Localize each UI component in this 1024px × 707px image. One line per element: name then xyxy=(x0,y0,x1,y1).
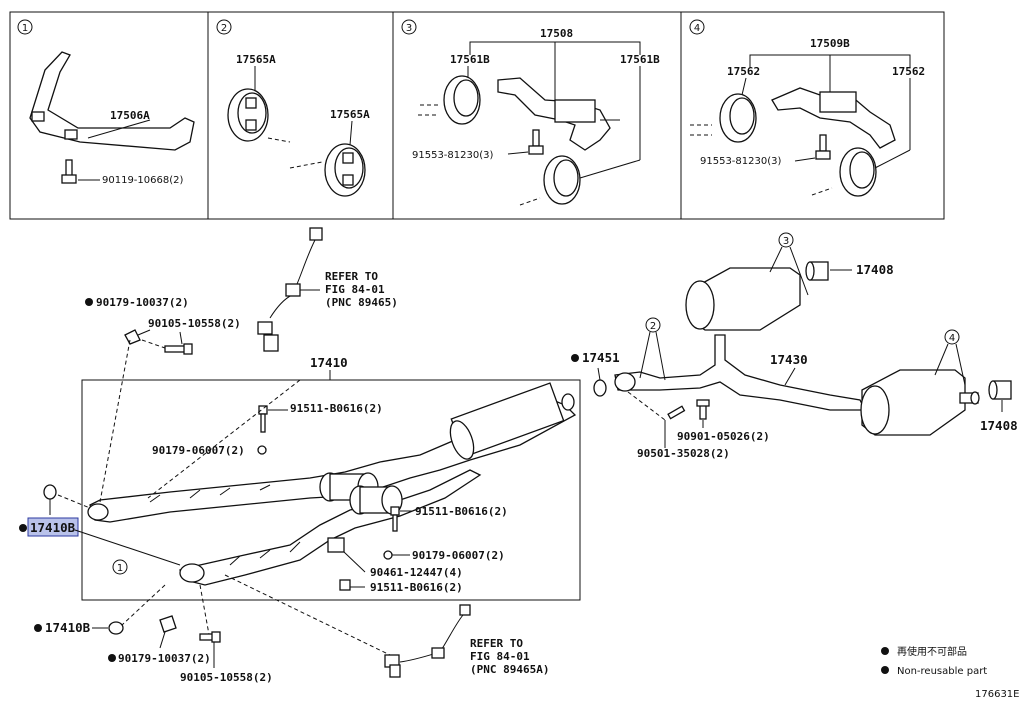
label-91553-81230-b: 91553-81230(3) xyxy=(700,156,781,167)
label-90105-10558-top: 90105-10558(2) xyxy=(148,317,241,330)
oxygen-sensor-bottom: REFER TO FIG 84-01 (PNC 89465A) xyxy=(384,604,549,678)
label-17509b: 17509B xyxy=(810,37,850,50)
label-17508: 17508 xyxy=(540,27,573,40)
front-pipe-assembly xyxy=(87,382,577,586)
label-17410b-bot: 17410B xyxy=(45,620,91,635)
label-91511-b0616-b: 91511-B0616(2) xyxy=(415,505,508,518)
assembly-box-17410 xyxy=(81,379,581,601)
callout-1: 1 xyxy=(117,563,123,574)
rear-muffler-assembly xyxy=(614,267,980,436)
highlight-17410b[interactable] xyxy=(27,517,79,537)
label-90501-35028: 90501-35028(2) xyxy=(637,447,730,460)
label-91553-81230-a: 91553-81230(3) xyxy=(412,150,493,161)
exhaust-tip-right xyxy=(988,380,1012,400)
label-90119-10668: 90119-10668(2) xyxy=(102,175,183,186)
label-90461-12447: 90461-12447(4) xyxy=(370,566,463,579)
legend-item-ja: 再使用不可部品 xyxy=(897,645,967,658)
label-17565a-1: 17565A xyxy=(236,53,276,66)
refer-bottom-line-1: REFER TO xyxy=(470,637,523,650)
label-17408-top: 17408 xyxy=(856,262,894,277)
nonreusable-dot-4 xyxy=(108,654,116,662)
oxygen-sensor-top: REFER TO FIG 84-01 (PNC 89465) xyxy=(257,227,398,352)
label-91511-b0616-c: 91511-B0616(2) xyxy=(370,581,463,594)
label-91511-b0616-a: 91511-B0616(2) xyxy=(290,402,383,415)
panel-4-number: 4 xyxy=(694,23,700,34)
panel-3-number: 3 xyxy=(406,23,412,34)
panel-3: 3 17508 17561B 17561B 91553-81230(3) xyxy=(392,11,682,220)
label-17562-1: 17562 xyxy=(727,65,760,78)
callout-4: 4 xyxy=(949,333,955,344)
panel-4: 4 17509B 17562 17562 91553-81230(3) xyxy=(680,11,945,220)
refer-top-line-1: REFER TO xyxy=(325,270,378,283)
panel-2-number: 2 xyxy=(221,23,227,34)
callout-2: 2 xyxy=(650,321,656,332)
nonreusable-dot-3 xyxy=(34,624,42,632)
legend-dot-2 xyxy=(881,666,889,674)
nonreusable-dot-5 xyxy=(571,354,579,362)
label-17410b-top: 17410B xyxy=(30,520,76,535)
label-17451: 17451 xyxy=(582,350,620,365)
refer-top-line-3: (PNC 89465) xyxy=(325,296,398,309)
label-90179-06007-a: 90179-06007(2) xyxy=(152,444,245,457)
nonreusable-dot-1 xyxy=(85,298,93,306)
refer-top-line-2: FIG 84-01 xyxy=(325,283,385,296)
label-90901-05026: 90901-05026(2) xyxy=(677,430,770,443)
legend-item-en: Non-reusable part xyxy=(897,666,987,677)
label-17408-right: 17408 xyxy=(980,418,1018,433)
callout-3: 3 xyxy=(783,236,789,247)
refer-bottom-line-2: FIG 84-01 xyxy=(470,650,530,663)
panel-2: 2 17565A 17565A xyxy=(207,11,394,220)
label-17430: 17430 xyxy=(770,352,808,367)
panel-1: 1 17506A 90119-10668(2) xyxy=(9,11,209,220)
label-17565a-2: 17565A xyxy=(330,108,370,121)
label-90179-10037-bot: 90179-10037(2) xyxy=(118,652,211,665)
label-90179-10037-top: 90179-10037(2) xyxy=(96,296,189,309)
label-17561b-1: 17561B xyxy=(450,53,490,66)
label-90105-10558-bot: 90105-10558(2) xyxy=(180,671,273,684)
label-17561b-2: 17561B xyxy=(620,53,660,66)
panel-1-number: 1 xyxy=(22,23,28,34)
label-17506a: 17506A xyxy=(110,109,150,122)
label-90179-06007-b: 90179-06007(2) xyxy=(412,549,505,562)
refer-bottom-line-3: (PNC 89465A) xyxy=(470,663,549,676)
label-17410: 17410 xyxy=(310,355,348,370)
exhaust-tip-top xyxy=(805,261,829,281)
figure-id: 176631E xyxy=(975,689,1020,700)
label-17562-2: 17562 xyxy=(892,65,925,78)
legend-dot-1 xyxy=(881,647,889,655)
nonreusable-dot-2 xyxy=(19,524,27,532)
